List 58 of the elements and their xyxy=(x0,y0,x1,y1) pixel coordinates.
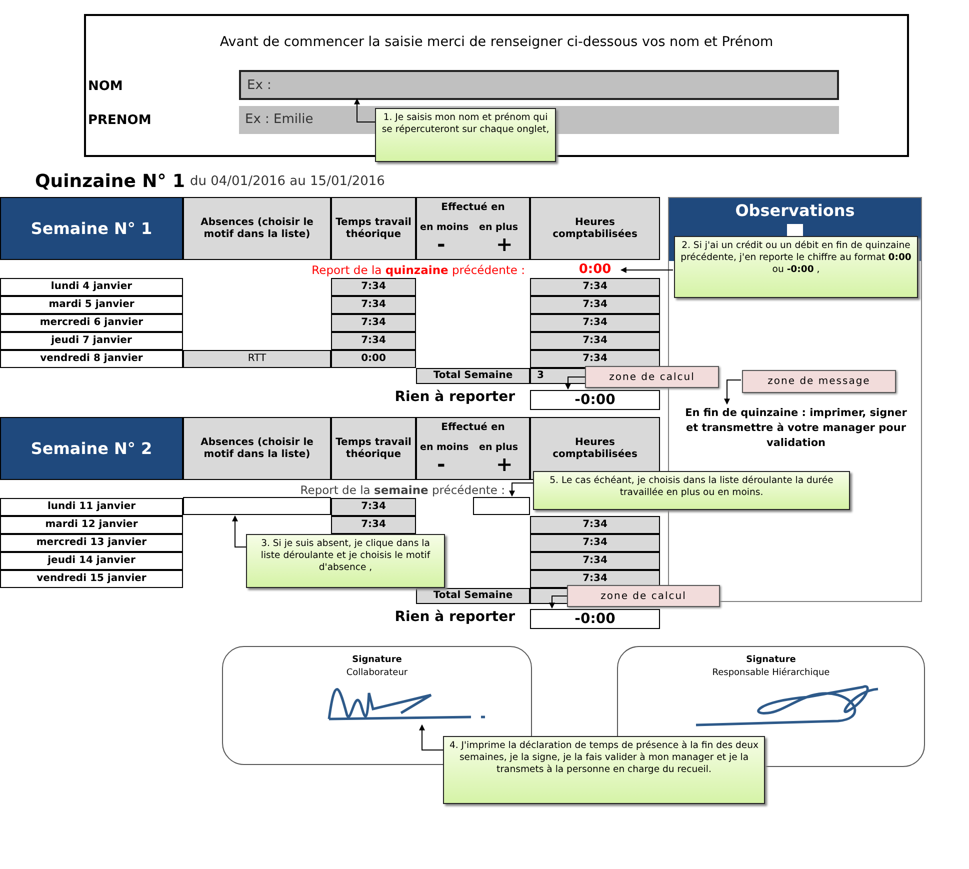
total-label: Total Semaine xyxy=(416,368,530,384)
column-header: en plus xyxy=(479,222,519,233)
day-cell: jeudi 14 janvier xyxy=(0,552,183,570)
time-cell: 7:34 xyxy=(530,350,660,368)
time-cell: 7:34 xyxy=(530,332,660,350)
column-header: Effectué en xyxy=(440,202,506,213)
field-label: NOM xyxy=(88,79,124,94)
day-cell: lundi 11 janvier xyxy=(0,498,183,516)
day-cell: vendredi 8 janvier xyxy=(0,350,183,368)
column-header: Absences (choisir le motif dans la liste) xyxy=(183,417,331,480)
time-cell: 7:34 xyxy=(331,516,416,534)
absence-cell: RTT xyxy=(183,350,331,368)
minus-sign: - xyxy=(437,452,446,476)
signature-role: Collaborateur xyxy=(345,668,409,678)
column-header: Effectué en xyxy=(440,422,506,433)
signature-title: Signature xyxy=(351,655,403,665)
signature-title: Signature xyxy=(745,655,797,665)
time-cell: 7:34 xyxy=(331,278,416,296)
plus-sign: + xyxy=(496,452,512,476)
panel-title: Observations xyxy=(734,201,856,220)
day-cell: mercredi 6 janvier xyxy=(0,314,183,332)
time-cell: 7:34 xyxy=(530,516,660,534)
day-cell: mardi 5 janvier xyxy=(0,296,183,314)
carry-over-label: Report de la quinzaine précédente : xyxy=(310,263,525,277)
column-header: Heures comptabilisées xyxy=(530,197,660,260)
time-cell: 7:34 xyxy=(530,314,660,332)
date-range: du 04/01/2016 au 15/01/2016 xyxy=(190,174,386,189)
day-cell: lundi 4 janvier xyxy=(0,278,183,296)
time-cell: 7:34 xyxy=(530,552,660,570)
time-cell: 7:34 xyxy=(530,296,660,314)
day-cell: mercredi 13 janvier xyxy=(0,534,183,552)
day-cell: jeudi 7 janvier xyxy=(0,332,183,350)
column-header: en moins xyxy=(420,222,470,233)
column-header: Absences (choisir le motif dans la liste) xyxy=(183,197,331,260)
time-cell: 7:34 xyxy=(530,278,660,296)
carry-over-label: Report de la semaine précédente : xyxy=(299,483,505,497)
carry-label: Rien à reporter xyxy=(394,389,515,405)
column-header: Temps travail théorique xyxy=(331,197,416,260)
time-cell: 7:34 xyxy=(331,296,416,314)
field-label: PRENOM xyxy=(88,113,152,128)
column-header: Temps travail théorique xyxy=(331,417,416,480)
plus-sign: + xyxy=(496,232,512,256)
time-cell: 7:34 xyxy=(331,314,416,332)
column-header: en plus xyxy=(479,442,519,453)
form-heading: Avant de commencer la saisie merci de renseigner ci-dessous vos nom et Prénom xyxy=(218,34,774,50)
time-cell: 7:34 xyxy=(331,498,416,516)
time-cell: 0:00 xyxy=(331,350,416,368)
time-cell: 7:34 xyxy=(530,534,660,552)
time-cell: 7:34 xyxy=(331,332,416,350)
column-header: en moins xyxy=(420,442,470,453)
week-header: Semaine N° 1 xyxy=(0,197,183,260)
day-cell: mardi 12 janvier xyxy=(0,516,183,534)
day-cell: vendredi 15 janvier xyxy=(0,570,183,588)
week-header: Semaine N° 2 xyxy=(0,417,183,480)
carry-label: Rien à reporter xyxy=(394,609,515,625)
total-label: Total Semaine xyxy=(416,588,530,604)
minus-sign: - xyxy=(437,232,446,256)
signature-role: Responsable Hiérarchique xyxy=(711,668,831,678)
